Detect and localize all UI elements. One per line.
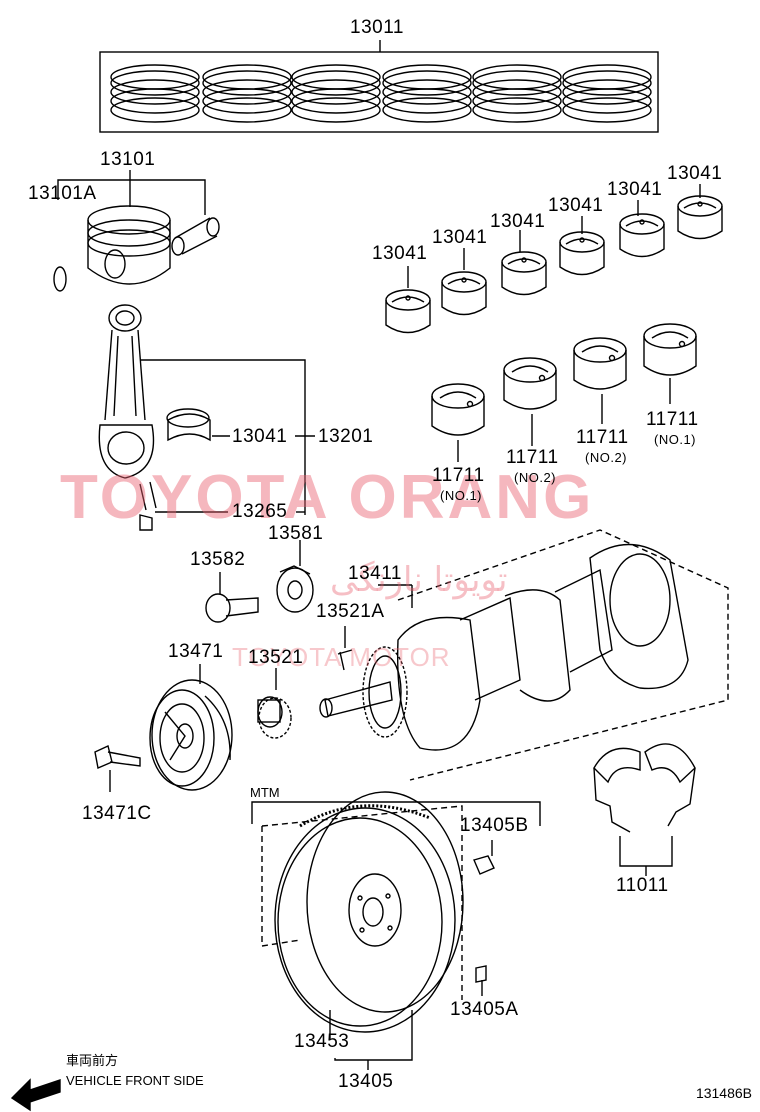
label-13471: 13471 bbox=[168, 641, 224, 662]
flywheel-assembly bbox=[251, 791, 541, 1070]
label-13521A: 13521A bbox=[316, 601, 385, 622]
label-11711-d: 11711 bbox=[646, 409, 699, 430]
label-11011: 11011 bbox=[616, 875, 669, 896]
vehicle-front-jp: 車両前方 bbox=[66, 1053, 119, 1068]
label-13101: 13101 bbox=[100, 149, 156, 170]
crankshaft-pulley bbox=[94, 664, 233, 792]
diagram-code: 131486B bbox=[695, 1085, 752, 1101]
watermark-sub: TOYOTA MOTOR bbox=[232, 642, 451, 672]
label-13582: 13582 bbox=[190, 549, 246, 570]
label-13041-f: 13041 bbox=[667, 163, 723, 184]
label-11711-c: 11711 bbox=[576, 427, 629, 448]
watermark-main: TOYOTA ORANG bbox=[60, 463, 595, 532]
label-11711-c-sub: (NO.2) bbox=[585, 450, 627, 465]
crank-timing-gear bbox=[257, 668, 292, 739]
front-small-parts bbox=[205, 540, 314, 623]
label-13041-e: 13041 bbox=[607, 179, 663, 200]
vehicle-front-en: VEHICLE FRONT SIDE bbox=[66, 1073, 204, 1088]
label-13041-c: 13041 bbox=[490, 211, 546, 232]
main-bearing-shells bbox=[431, 323, 697, 462]
label-13521: 13521 bbox=[248, 647, 304, 668]
label-mtm: MTM bbox=[250, 785, 280, 800]
label-13041-d: 13041 bbox=[548, 195, 604, 216]
label-13041-rod: 13041 bbox=[232, 426, 288, 447]
label-13041-a: 13041 bbox=[372, 243, 428, 264]
label-13041-b: 13041 bbox=[432, 227, 488, 248]
label-13101A: 13101A bbox=[28, 183, 97, 204]
watermark-arabic: تويوتا نارنگی bbox=[330, 560, 508, 600]
thrust-washers bbox=[593, 743, 696, 876]
connecting-rod bbox=[98, 304, 315, 531]
vehicle-front-arrow-icon bbox=[10, 1078, 61, 1112]
piston-ring-set bbox=[99, 40, 659, 133]
label-13453: 13453 bbox=[294, 1031, 350, 1052]
label-13405B: 13405B bbox=[460, 815, 529, 836]
label-13471C: 13471C bbox=[82, 803, 152, 824]
label-11711-b: 11711 bbox=[506, 447, 559, 468]
upper-bearing-shells bbox=[385, 184, 723, 334]
label-11711-d-sub: (NO.1) bbox=[654, 432, 696, 447]
label-11711-a: 11711 bbox=[432, 465, 485, 486]
label-13411: 13411 bbox=[348, 563, 402, 584]
label-13265: 13265 bbox=[232, 501, 288, 522]
label-13011: 13011 bbox=[350, 17, 404, 38]
piston-assembly bbox=[53, 170, 220, 292]
crankshaft bbox=[319, 529, 729, 781]
label-11711-b-sub: (NO.2) bbox=[514, 470, 556, 485]
label-11711-a-sub: (NO.1) bbox=[440, 488, 482, 503]
label-13405A: 13405A bbox=[450, 999, 519, 1020]
label-13201: 13201 bbox=[318, 426, 374, 447]
label-13405: 13405 bbox=[338, 1071, 394, 1092]
label-13581: 13581 bbox=[268, 523, 324, 544]
